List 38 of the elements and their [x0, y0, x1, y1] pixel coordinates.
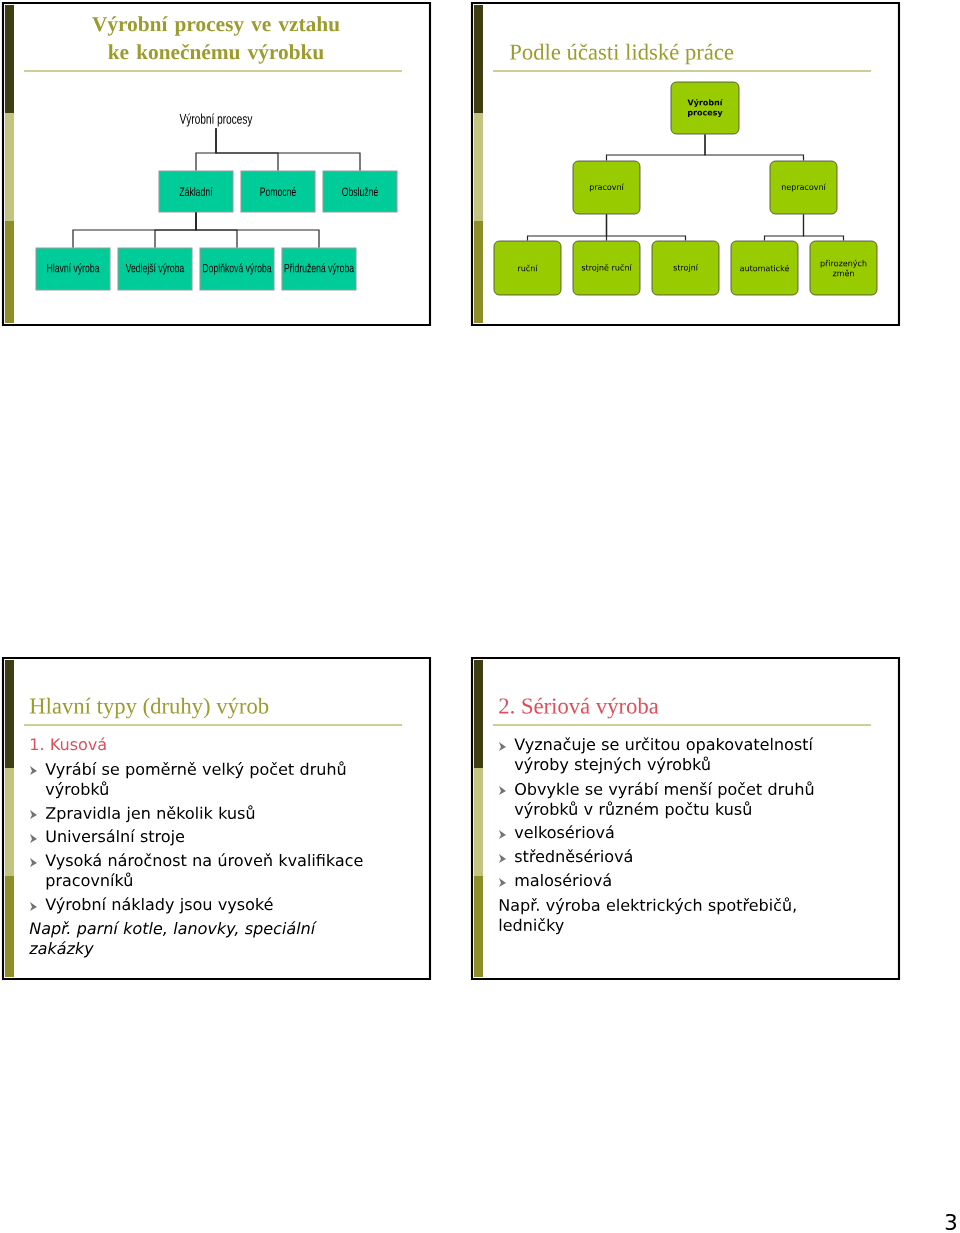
process-box: Obslužné: [322, 170, 398, 213]
bullet-text: středněsériová: [515, 849, 632, 863]
bullet-text: velkosériová: [514, 825, 614, 839]
bullet-text: Vyrábí se poměrně velký počet druhů výrobků: [45, 761, 346, 799]
process-box: pracovní: [572, 160, 641, 215]
slide-title: 2. Sériová výroba: [499, 697, 659, 719]
process-box: automatické: [730, 240, 799, 296]
bullet-text: Výrobní náklady jsou vysoké: [45, 897, 273, 914]
page-number: 3: [945, 1213, 956, 1231]
slide-title: Podle účasti lidské práce: [509, 43, 734, 65]
section-heading: 1. Kusová: [31, 737, 106, 751]
process-box: Výrobní procesy: [670, 81, 740, 135]
bullet-text: Vyznačuje se určitou opakovatelností výroby stejných výrobků: [514, 737, 814, 774]
slide-title: Výrobní procesy ve vztahu ke konečnému výrobku: [92, 16, 340, 64]
connector-line: [195, 211, 320, 249]
bullet-text: Zpravidla jen několik kusů: [46, 805, 255, 823]
connector-line: [802, 213, 845, 242]
process-box: přirozených změn: [809, 240, 878, 296]
example-text: Např. výroba elektrických spotřebičů, ledničky: [499, 897, 796, 935]
process-box: strojní: [651, 240, 720, 296]
process-box: Pomocné: [240, 170, 316, 213]
process-box: Vedlejší výroba: [117, 247, 193, 291]
connector-line: [605, 213, 687, 242]
bullet-text: Universální stroje: [46, 829, 185, 846]
bullet-text: Vysoká náročnost na úroveň kvalifikace pracovníků: [45, 853, 363, 890]
process-box: Základní: [158, 170, 234, 213]
bullet-text: malosériová: [515, 873, 611, 887]
connector-line: [704, 133, 805, 162]
process-box: nepracovní: [769, 160, 838, 215]
process-box: Doplňková výroba: [199, 247, 275, 291]
process-box: Přidružená výroba: [281, 247, 357, 291]
process-box: strojně ruční: [572, 240, 641, 296]
process-box: Hlavní výroba: [35, 247, 111, 291]
slide-title: Hlavní typy (druhy) výrob: [29, 697, 269, 719]
process-box: ruční: [493, 240, 562, 296]
connector-line: [215, 127, 361, 172]
example-text: Např. parní kotle, lanovky, speciální zakázky: [29, 921, 318, 958]
chart-label: Výrobní procesy: [179, 113, 253, 127]
